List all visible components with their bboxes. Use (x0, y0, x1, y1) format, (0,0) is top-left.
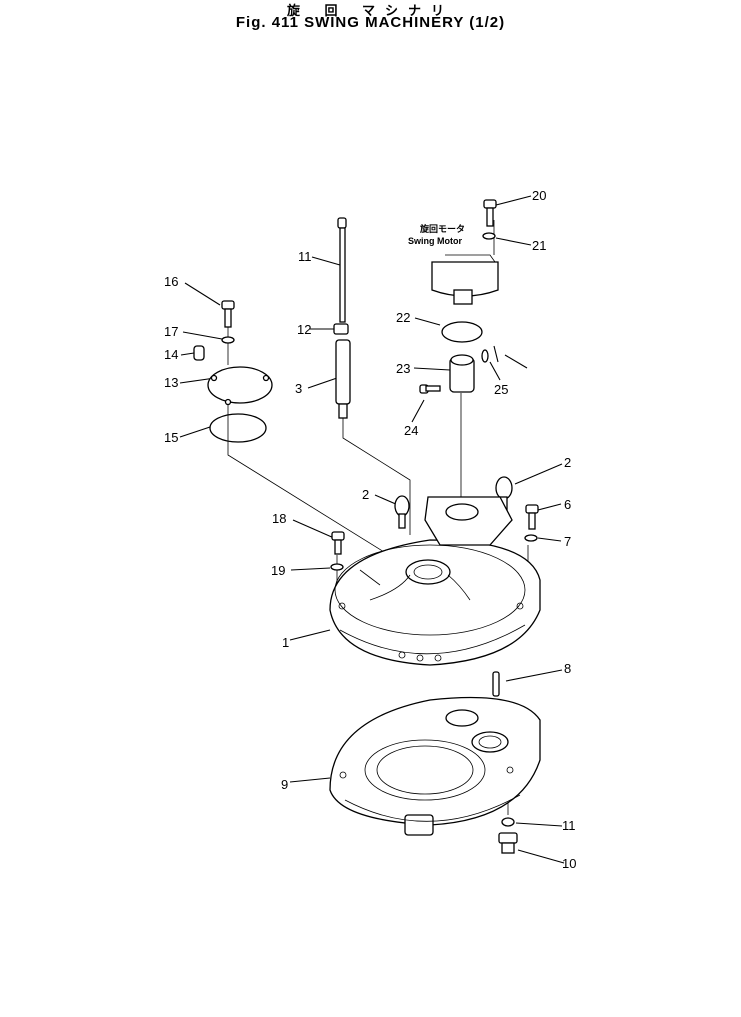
upper-housing-part-1 (329, 496, 541, 666)
callout-22: 23 (396, 361, 410, 376)
washer-part-16 (221, 336, 235, 344)
callout-23: 24 (404, 423, 418, 438)
washer-part-7 (524, 534, 538, 542)
o-ring-part-11 (501, 817, 515, 827)
callout-19: 20 (532, 188, 546, 203)
callout-12: 13 (164, 375, 178, 390)
callout-9: 9 (281, 777, 288, 792)
callout-14: 15 (164, 430, 178, 445)
pipe-part-3 (335, 339, 351, 419)
callout-2a: 2 (362, 487, 369, 502)
washer-part-20 (482, 232, 496, 240)
callout-8: 8 (564, 661, 571, 676)
gasket-part-14 (209, 413, 267, 443)
washer-part-24 (481, 349, 489, 363)
callout-13: 14 (164, 347, 178, 362)
bushing-part-5 (333, 323, 349, 335)
bolt-part-15 (221, 300, 235, 328)
callout-2b: 2 (564, 455, 571, 470)
motor-label-jp: 旋回モータ (419, 223, 465, 234)
o-ring-part-21 (441, 321, 483, 343)
bolt-part-23 (419, 384, 441, 394)
callout-6: 6 (564, 497, 571, 512)
eyebolt-part-2-left (394, 495, 410, 529)
callout-17: 18 (272, 511, 286, 526)
callout-3: 3 (295, 381, 302, 396)
plug-part-13 (193, 345, 205, 361)
callout-11: 11 (562, 818, 576, 833)
leader-lines (179, 195, 565, 864)
sleeve-part-22 (449, 354, 475, 393)
page-title: Fig. 411 SWING MACHINERY (1/2) (235, 14, 506, 31)
lower-housing-part-9 (329, 696, 541, 836)
callout-1: 1 (282, 635, 289, 650)
swing-motor (431, 254, 499, 305)
pin-part-25 (493, 345, 499, 363)
dipstick-part-4 (337, 217, 347, 323)
callout-21: 22 (396, 310, 410, 325)
callout-5: 12 (297, 322, 311, 337)
callout-10: 10 (562, 856, 576, 871)
callout-numbers: 11 12 3 16 17 14 13 15 18 19 2 2 6 7 20 … (164, 188, 576, 871)
callout-4: 11 (298, 249, 312, 264)
washer-part-18 (330, 563, 344, 571)
cover-part-12 (207, 366, 273, 406)
bolt-part-19 (483, 199, 497, 227)
callout-24: 25 (494, 382, 508, 397)
callout-18: 19 (271, 563, 285, 578)
bolt-part-6 (525, 504, 539, 530)
callout-16: 17 (164, 324, 178, 339)
bolt-part-17 (331, 531, 345, 555)
motor-label-en: Swing Motor (408, 236, 462, 246)
callout-7: 7 (564, 534, 571, 549)
plug-part-10 (498, 832, 518, 854)
pin-part-8 (492, 671, 500, 697)
callout-15: 16 (164, 274, 178, 289)
callout-20: 21 (532, 238, 546, 253)
title-japanese: 旋 回 マシナリ (286, 4, 455, 19)
